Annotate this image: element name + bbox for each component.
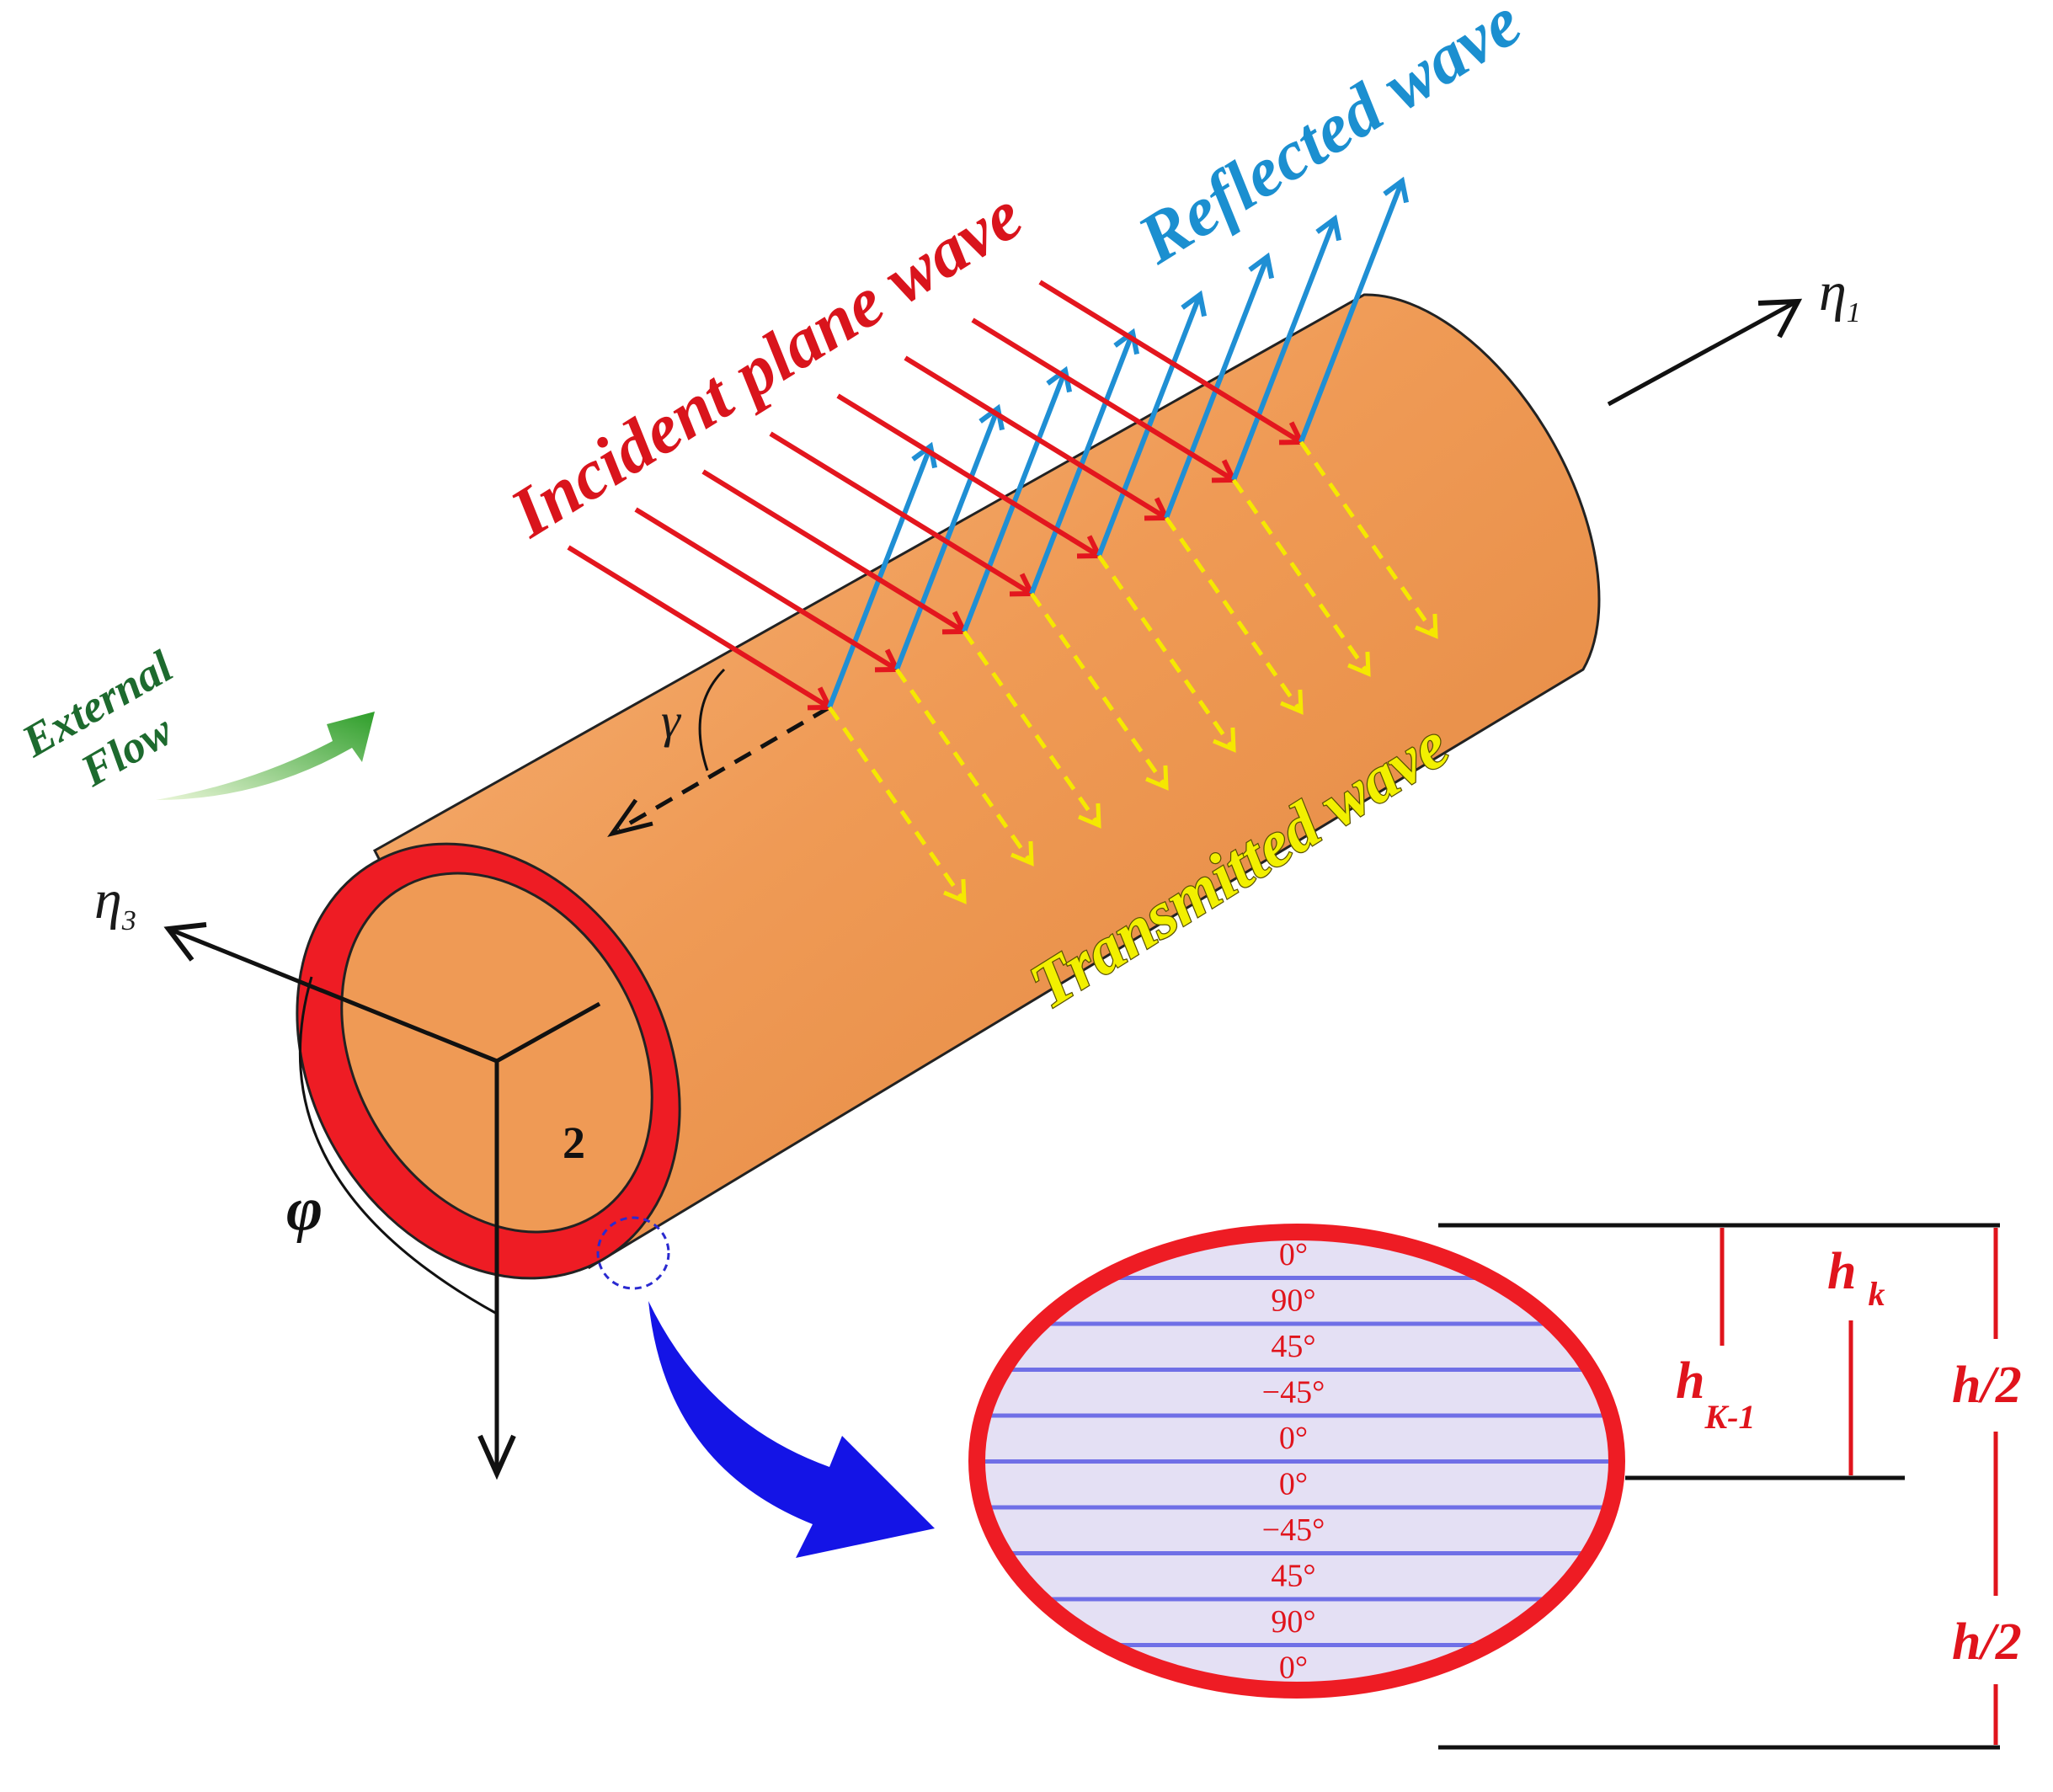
incident-wave-arrow (904, 355, 1168, 520)
zoom-arrow (648, 1301, 935, 1558)
reflected-wave-arrow (1096, 293, 1202, 557)
transmitted-wave-arrowhead (1280, 689, 1304, 715)
reflected-wave-arrowhead (1383, 176, 1410, 204)
thickness-dimensions (1438, 1223, 2000, 1750)
incident-wave-arrow (836, 393, 1101, 558)
wave-arrows (567, 176, 1438, 904)
reflected-wave-arrowhead (911, 441, 938, 469)
transmitted-wave-arrowhead (1213, 727, 1236, 753)
transmitted-wave-arrow (962, 630, 1101, 827)
incident-wave-label: Incident plane wave (497, 176, 1036, 553)
ply-angle-label: 45° (1271, 1559, 1315, 1594)
ply-angle-label: 0° (1279, 1651, 1308, 1686)
reflected-wave-arrowhead (1248, 252, 1275, 280)
cylinder (296, 293, 1601, 1290)
transmitted-wave-arrow (1231, 478, 1371, 675)
transmitted-wave-arrowhead (1011, 840, 1034, 867)
reflected-wave-arrow (1231, 217, 1337, 482)
ply-angle-label: 0° (1279, 1467, 1308, 1502)
reflected-wave-arrow (1298, 179, 1405, 444)
reflected-wave-arrow (962, 369, 1068, 633)
incident-wave-arrow (634, 507, 899, 672)
ply-angle-label: 45° (1271, 1329, 1315, 1364)
transmitted-wave-arrow (1164, 516, 1304, 713)
transmitted-wave-arrow (894, 668, 1034, 865)
incident-wave-arrow (567, 545, 831, 710)
reflected-wave-arrowhead (1113, 328, 1140, 355)
reflected-wave-arrowhead (1181, 290, 1208, 317)
incident-wave-arrow (971, 317, 1235, 483)
external-flow-arrow (156, 712, 375, 800)
transmitted-wave-arrow (827, 706, 967, 903)
propagation-direction-arrow (607, 668, 831, 838)
cylinder-inner-face (340, 872, 653, 1234)
h-k-minus-1-label: hK-1 (1676, 1352, 1755, 1436)
phi-label: φ (286, 1175, 323, 1244)
eta1-axis (1607, 298, 1803, 407)
layer-number-label: 2 (563, 1117, 585, 1168)
reflected-wave-arrow (827, 445, 933, 709)
transmitted-wave-arrowhead (1415, 613, 1438, 639)
reflected-wave-arrow (1029, 331, 1135, 595)
gamma-label: γ (661, 693, 682, 748)
transmitted-wave-arrowhead (1078, 803, 1101, 829)
eta3-label: η3 (94, 869, 136, 936)
eta3-axis (163, 922, 498, 1064)
transmitted-wave-arrowhead (1145, 765, 1169, 791)
eta1-label: η1 (1819, 261, 1861, 328)
laminate-detail (968, 1224, 1625, 1699)
ply-angle-label: 0° (1279, 1421, 1308, 1456)
transmitted-wave-arrow (1096, 554, 1236, 751)
ply-angle-label: −45° (1262, 1512, 1325, 1548)
zoom-highlight-circle (596, 1216, 670, 1290)
phi-angle-arc (298, 976, 498, 1315)
ply-angle-label: 90° (1271, 1283, 1315, 1319)
incident-wave-arrow (701, 469, 966, 634)
transmitted-wave-arrow (1029, 592, 1169, 789)
transmitted-wave-arrow (1298, 440, 1438, 637)
reflected-wave-arrowhead (1046, 365, 1073, 393)
incident-wave-arrow (769, 431, 1033, 596)
reflected-wave-arrowhead (979, 403, 1005, 431)
transmitted-wave-arrowhead (1347, 651, 1371, 677)
reflected-wave-arrowhead (1315, 214, 1342, 242)
ply-angle-label: 90° (1271, 1604, 1315, 1640)
eta2-axis (477, 1061, 516, 1480)
h-half-top-label: h/2 (1952, 1357, 2022, 1414)
ply-angle-label: −45° (1262, 1375, 1325, 1411)
ply-angle-label: 0° (1279, 1237, 1308, 1272)
reflected-wave-arrow (894, 407, 1000, 671)
incident-wave-arrow (1038, 280, 1303, 445)
h-half-bottom-label: h/2 (1952, 1613, 2022, 1671)
transmitted-wave-arrowhead (943, 878, 967, 904)
reflected-wave-arrow (1164, 255, 1270, 520)
